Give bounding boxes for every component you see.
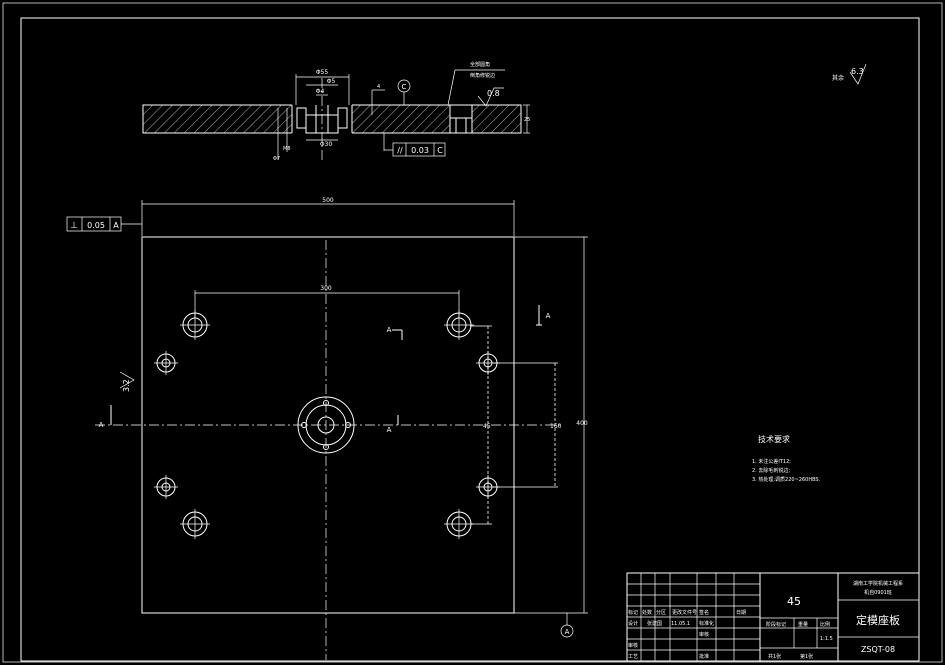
roughness-side-symbol (119, 371, 135, 389)
roughness-small-value: 0.8 (487, 89, 500, 98)
dim-height: 400 (576, 420, 588, 427)
section-mark-a-right: A (546, 312, 551, 320)
tb-design-label: 设计 (628, 620, 638, 627)
roughness-symbol (849, 63, 867, 85)
tech-title: 技术要求 (758, 434, 790, 444)
dim-d6: Φ7 (273, 156, 280, 162)
counterbore-hole (444, 509, 474, 539)
title-block: 标记 处数 分区 更改文件号 签名 日期 设计 张建国 11.05.1 标准化 … (626, 572, 920, 662)
parallelism-frame (392, 142, 446, 157)
datum-a-label: A (565, 628, 570, 636)
dim-d2: Φ5 (327, 78, 336, 85)
dim-d1: Φ55 (316, 69, 329, 76)
tb-stage-label: 阶段标记 (766, 621, 786, 628)
note-top: 全部圆角 (470, 61, 490, 68)
guide-hole (476, 475, 500, 499)
tb-drawing-name: 定模座板 (856, 613, 900, 627)
datum-c-label: C (402, 83, 407, 91)
tb-date: 11.05.1 (671, 621, 690, 627)
parallel-value: 0.03 (411, 146, 429, 155)
tb-label-count: 处数 (642, 609, 652, 616)
tb-label-date: 日期 (736, 610, 746, 616)
tb-school-2: 机自0901班 (864, 589, 892, 596)
tb-std-label: 标准化 (699, 620, 714, 627)
section-mark-a-left: A (99, 421, 104, 429)
counterbore-hole (180, 509, 210, 539)
datum-a-marker (560, 624, 574, 638)
guide-hole (154, 351, 178, 375)
dim-d4: Φ30 (320, 141, 333, 148)
tb-label-zone: 分区 (656, 609, 666, 616)
guide-hole (154, 475, 178, 499)
tech-requirements: 技术要求 1. 未注公差IT12; 2. 去除毛刺锐边; 3. 热处理:调质22… (752, 434, 821, 483)
guide-hole (476, 351, 500, 375)
tb-review-label-2: 审核 (628, 642, 638, 649)
dim-hole-span-top: 300 (320, 285, 332, 292)
dim-d3: Φ4 (316, 88, 325, 95)
tech-item-1: 1. 未注公差IT12; (752, 458, 791, 465)
counterbore-hole (444, 310, 474, 340)
tech-item-2: 2. 去除毛刺锐边; (752, 467, 790, 474)
roughness-side-value: 3.2 (122, 379, 131, 392)
tb-review-label: 审核 (699, 631, 709, 638)
perp-value: 0.05 (87, 221, 105, 230)
tb-sheet-no: 第1张 (800, 653, 813, 660)
locating-ring (297, 396, 355, 454)
inner-frame (20, 17, 920, 662)
section-mark-a-center: A (387, 426, 392, 434)
roughness-small-symbol (477, 87, 504, 107)
tb-weight-label: 重量 (798, 621, 808, 628)
dim-d5: 4 (377, 84, 380, 90)
tb-scale-value: 1:1.5 (820, 636, 833, 642)
dim-side-small: 45 (483, 423, 491, 430)
tb-label-mark: 标记 (628, 609, 638, 616)
roughness-value: 6.3 (851, 67, 864, 76)
tb-material: 45 (787, 595, 801, 608)
tb-sheets-total: 共1张 (768, 653, 781, 660)
tech-item-3: 3. 热处理:调质220~260HBS. (752, 476, 821, 483)
dim-d7: M8 (283, 146, 291, 152)
tb-drawing-no: ZSQT-08 (861, 645, 895, 654)
tb-label-change: 更改文件号 (672, 609, 697, 616)
perp-datum: A (113, 221, 119, 230)
parallel-datum: C (437, 146, 443, 155)
counterbore-hole (180, 310, 210, 340)
tb-label-sign: 签名 (699, 609, 709, 616)
roughness-prefix: 其余 (832, 74, 844, 82)
tb-approve-label: 批准 (699, 653, 709, 660)
dim-hole-span-right: 160 (550, 423, 562, 430)
section-mark-a-top: A (387, 326, 392, 334)
tb-designer: 张建国 (647, 620, 662, 627)
plan-view: 500 ⊥ 0.05 A 400 300 160 45 (66, 197, 588, 660)
dim-width: 500 (322, 197, 334, 204)
section-view: Φ55 Φ5 Φ4 Φ30 Φ7 M8 4 C // 0.03 C 全部圆角 倒… (142, 61, 530, 162)
parallel-symbol: // (397, 146, 403, 155)
tb-process-label: 工艺 (628, 654, 638, 660)
perp-symbol: ⊥ (70, 221, 78, 231)
dim-right-h: 25 (524, 117, 530, 123)
tb-school-1: 湖南工学院机械工程系 (853, 580, 903, 587)
tb-scale-label: 比例 (820, 621, 830, 628)
general-roughness: 其余 6.3 (832, 63, 867, 85)
note-sub: 倒角修锐边 (470, 72, 495, 79)
